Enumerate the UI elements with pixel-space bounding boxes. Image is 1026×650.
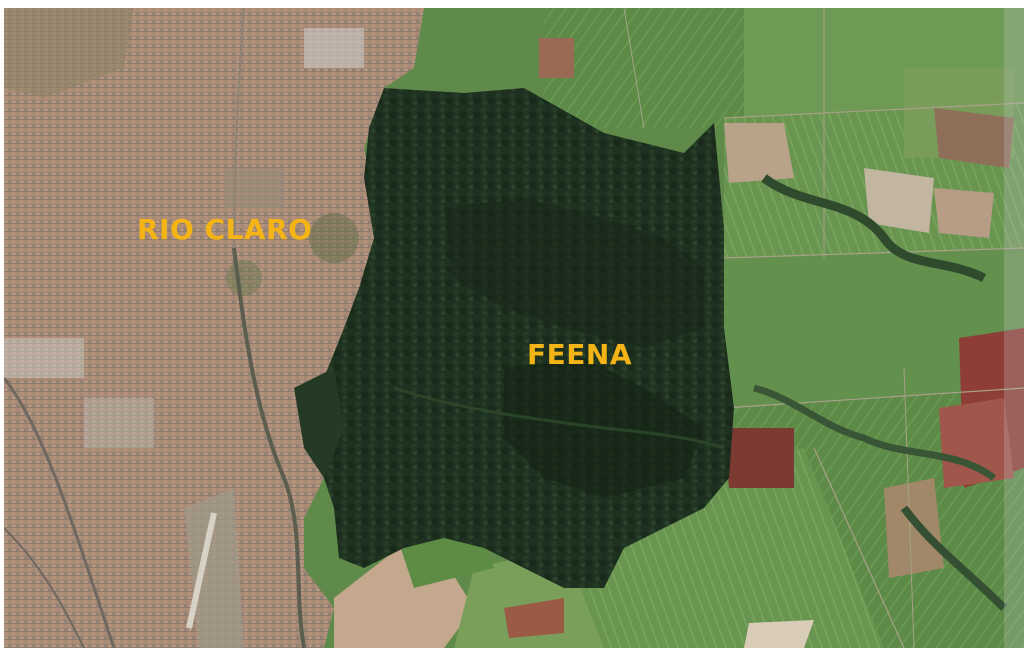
urban-area [4,8,424,648]
satellite-map: RIO CLARO FEENA [4,8,1024,648]
map-imagery [4,8,1024,648]
city-label: RIO CLARO [137,213,313,246]
forest-label: FEENA [527,338,632,371]
farmland [334,8,1024,648]
